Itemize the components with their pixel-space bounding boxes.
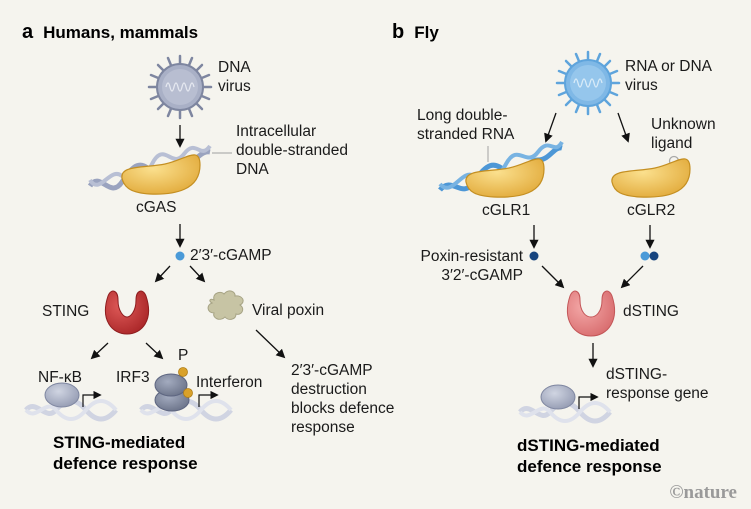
long-dsrna-label: Long double- stranded RNA xyxy=(417,107,515,143)
arrow xyxy=(255,329,286,359)
dsting-outcome-label: dSTING-mediated defence response xyxy=(517,436,662,476)
nfkb-label: NF-κB xyxy=(38,369,82,386)
dsting-response-gene-label: dSTING- response gene xyxy=(606,366,709,402)
nature-credit: ©nature xyxy=(669,482,737,503)
cgas-label: cGAS xyxy=(136,199,177,216)
arrow xyxy=(90,342,109,360)
sting-label: STING xyxy=(42,303,90,320)
interferon-label: Interferon xyxy=(196,374,263,391)
cgas-enzyme-icon xyxy=(121,154,201,195)
panel-a-title: Humans, mammals xyxy=(43,23,199,42)
intracellular-dna-label: Intracellular double-stranded DNA xyxy=(236,123,349,178)
dsting-label: dSTING xyxy=(623,303,679,320)
dna-virus-icon xyxy=(147,54,213,120)
poxin-resistant-cgamp-label: Poxin-resistant 3′2′-cGAMP xyxy=(420,248,523,284)
phosphate-icon xyxy=(183,388,193,398)
panel-a-heading: a Humans, mammals xyxy=(22,22,198,43)
arrow xyxy=(541,265,565,289)
panel-b-heading: b Fly xyxy=(392,22,439,43)
viral-poxin-icon xyxy=(207,290,244,320)
cglr1-label: cGLR1 xyxy=(482,202,531,219)
panel-b-title: Fly xyxy=(414,23,439,42)
rna-dna-virus-label: RNA or DNA virus xyxy=(625,58,712,94)
phosphate-label: P xyxy=(178,347,189,364)
panel-a-letter: a xyxy=(22,21,34,43)
cglr2-enzyme-icon xyxy=(611,158,691,198)
rna-or-dna-virus-icon xyxy=(555,50,621,116)
arrow xyxy=(145,342,164,360)
3-2-cgamp-molecule-icon xyxy=(529,251,539,261)
cglr1-enzyme-icon xyxy=(465,158,545,198)
arrow xyxy=(620,265,644,289)
sting-outcome-label: STING-mediated defence response xyxy=(53,433,198,473)
viral-poxin-label: Viral poxin xyxy=(252,302,325,319)
arrow xyxy=(617,112,630,143)
cgamp-molecule-icon xyxy=(175,251,185,261)
arrow xyxy=(189,265,206,283)
cgamp-dark-molecule-icon xyxy=(649,251,659,261)
dsting-receptor-icon xyxy=(567,290,615,337)
panel-b-letter: b xyxy=(392,21,405,43)
arrow xyxy=(544,112,557,143)
cglr2-label: cGLR2 xyxy=(627,202,676,219)
transcription-factor-on-dna-icon xyxy=(518,384,612,424)
unknown-ligand-label: Unknown ligand xyxy=(651,116,716,152)
cgamp-light-molecule-icon xyxy=(640,251,650,261)
irf3-dimer-on-dna-icon xyxy=(139,367,233,422)
dna-virus-label: DNA virus xyxy=(218,59,251,95)
cgamp-label: 2′3′-cGAMP xyxy=(190,247,272,264)
poxin-effect-label: 2′3′-cGAMP destruction blocks defence re… xyxy=(291,362,395,436)
phosphate-icon xyxy=(178,367,188,377)
irf3-label: IRF3 xyxy=(116,369,150,386)
sting-receptor-icon xyxy=(104,290,150,335)
nfkb-on-dna-icon xyxy=(24,382,118,422)
arrow xyxy=(154,265,171,283)
